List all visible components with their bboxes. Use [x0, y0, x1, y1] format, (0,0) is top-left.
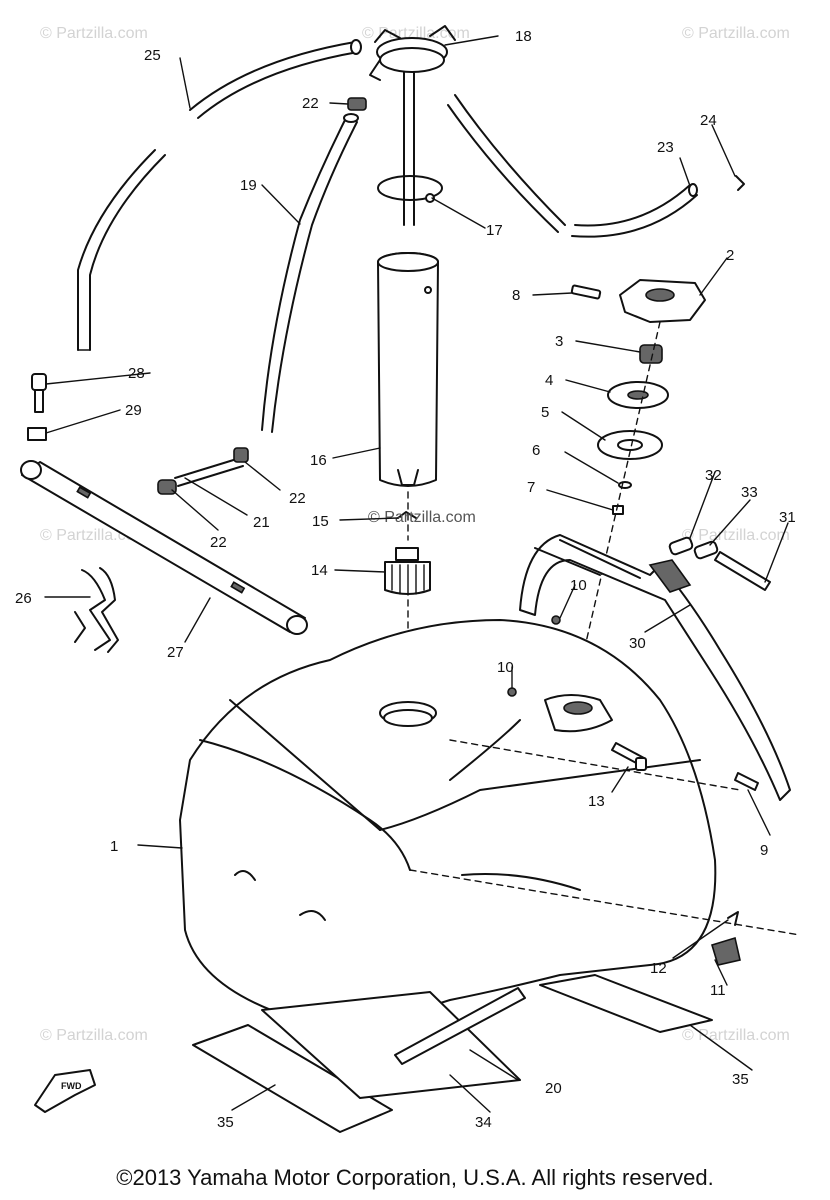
- watermark-bottom-right: © Partzilla.com: [682, 1027, 790, 1044]
- hose-25: [77, 39, 362, 351]
- ring-17: [377, 175, 443, 203]
- callout-16: 16: [310, 452, 327, 469]
- callout-2: 2: [726, 247, 734, 264]
- washer-6: [618, 481, 632, 489]
- pad-34: [261, 991, 521, 1099]
- bar-27: [20, 460, 308, 635]
- pipe-16: [377, 252, 439, 487]
- callout-5: 5: [541, 404, 549, 421]
- clamp-22-top: [347, 97, 367, 111]
- spring-clip-26: [74, 567, 119, 653]
- clip-15: [397, 511, 417, 519]
- filter-14: [384, 547, 431, 596]
- callout-35-left: 35: [217, 1114, 234, 1131]
- watermark-top-right: © Partzilla.com: [682, 25, 790, 42]
- callout-26: 26: [15, 590, 32, 607]
- hose-23: [447, 94, 698, 238]
- callout-labels: 18 25 22 19 17 24 23 2 8 3 4 5 6 7 28 29…: [15, 28, 796, 1131]
- nut-7: [612, 505, 624, 515]
- callout-13: 13: [588, 793, 605, 810]
- spring-3: [639, 344, 663, 364]
- clip-24: [735, 175, 745, 191]
- strap-30: [519, 534, 791, 801]
- clip-12: [727, 911, 739, 926]
- pin-8: [570, 284, 602, 300]
- bolt-10-upper: [551, 615, 561, 625]
- callout-4: 4: [545, 372, 553, 389]
- watermark-bottom-left: © Partzilla.com: [40, 1027, 148, 1044]
- callout-30: 30: [629, 635, 646, 652]
- pipe-20: [394, 987, 526, 1065]
- connector-21: [174, 457, 244, 487]
- clamp-22-left: [157, 479, 177, 495]
- callout-21: 21: [253, 514, 270, 531]
- callout-23: 23: [657, 139, 674, 156]
- bolt-9: [734, 772, 759, 791]
- plate-4: [607, 381, 669, 409]
- watermark-mid-right: © Partzilla.com: [682, 527, 790, 544]
- callout-22-right: 22: [289, 490, 306, 507]
- callout-15: 15: [312, 513, 329, 530]
- callout-24: 24: [700, 112, 717, 129]
- bracket-11: [711, 936, 741, 966]
- callout-10-lower: 10: [497, 659, 514, 676]
- clamp-22-right: [233, 447, 249, 463]
- collar-33: [693, 540, 719, 560]
- watermark-top-left: © Partzilla.com: [40, 25, 148, 42]
- callout-8: 8: [512, 287, 520, 304]
- callout-25: 25: [144, 47, 161, 64]
- bolt-28: [31, 373, 47, 413]
- callout-7: 7: [527, 479, 535, 496]
- bolt-13: [611, 742, 647, 771]
- callout-32: 32: [705, 467, 722, 484]
- watermark-top-center: © Partzilla.com: [362, 25, 470, 42]
- callout-33: 33: [741, 484, 758, 501]
- callout-18: 18: [515, 28, 532, 45]
- center-watermark: © Partzilla.com: [368, 509, 476, 526]
- callout-35-right: 35: [732, 1071, 749, 1088]
- fuel-tank-1: [179, 619, 717, 1028]
- callout-17: 17: [486, 222, 503, 239]
- collar-29: [27, 427, 47, 441]
- callout-3: 3: [555, 333, 563, 350]
- fwd-arrow-icon: FWD: [34, 1069, 96, 1113]
- callout-10-upper: 10: [570, 577, 587, 594]
- callout-22-left: 22: [210, 534, 227, 551]
- gasket-5: [597, 430, 663, 460]
- cap-2: [619, 279, 706, 323]
- copyright-notice: ©2013 Yamaha Motor Corporation, U.S.A. A…: [116, 1165, 714, 1190]
- bolt-10-lower: [507, 687, 517, 697]
- leader-lines: [44, 35, 789, 1113]
- callout-11: 11: [710, 982, 726, 999]
- pad-35-right: [539, 974, 713, 1033]
- callout-27: 27: [167, 644, 184, 661]
- callout-28: 28: [128, 365, 145, 382]
- callout-12: 12: [650, 960, 667, 977]
- fwd-label: FWD: [61, 1081, 82, 1091]
- hose-19: [261, 113, 359, 433]
- fuel-sender-18: [369, 25, 456, 226]
- callout-29: 29: [125, 402, 142, 419]
- callout-34: 34: [475, 1114, 492, 1131]
- callout-14: 14: [311, 562, 328, 579]
- pad-35-left: [192, 1024, 393, 1133]
- callout-22-top: 22: [302, 95, 319, 112]
- collar-32: [668, 536, 694, 556]
- callout-20: 20: [545, 1080, 562, 1097]
- callout-19: 19: [240, 177, 257, 194]
- callout-1: 1: [110, 838, 118, 855]
- callout-6: 6: [532, 442, 540, 459]
- bolt-31: [714, 551, 771, 591]
- callout-31: 31: [779, 509, 796, 526]
- callout-9: 9: [760, 842, 768, 859]
